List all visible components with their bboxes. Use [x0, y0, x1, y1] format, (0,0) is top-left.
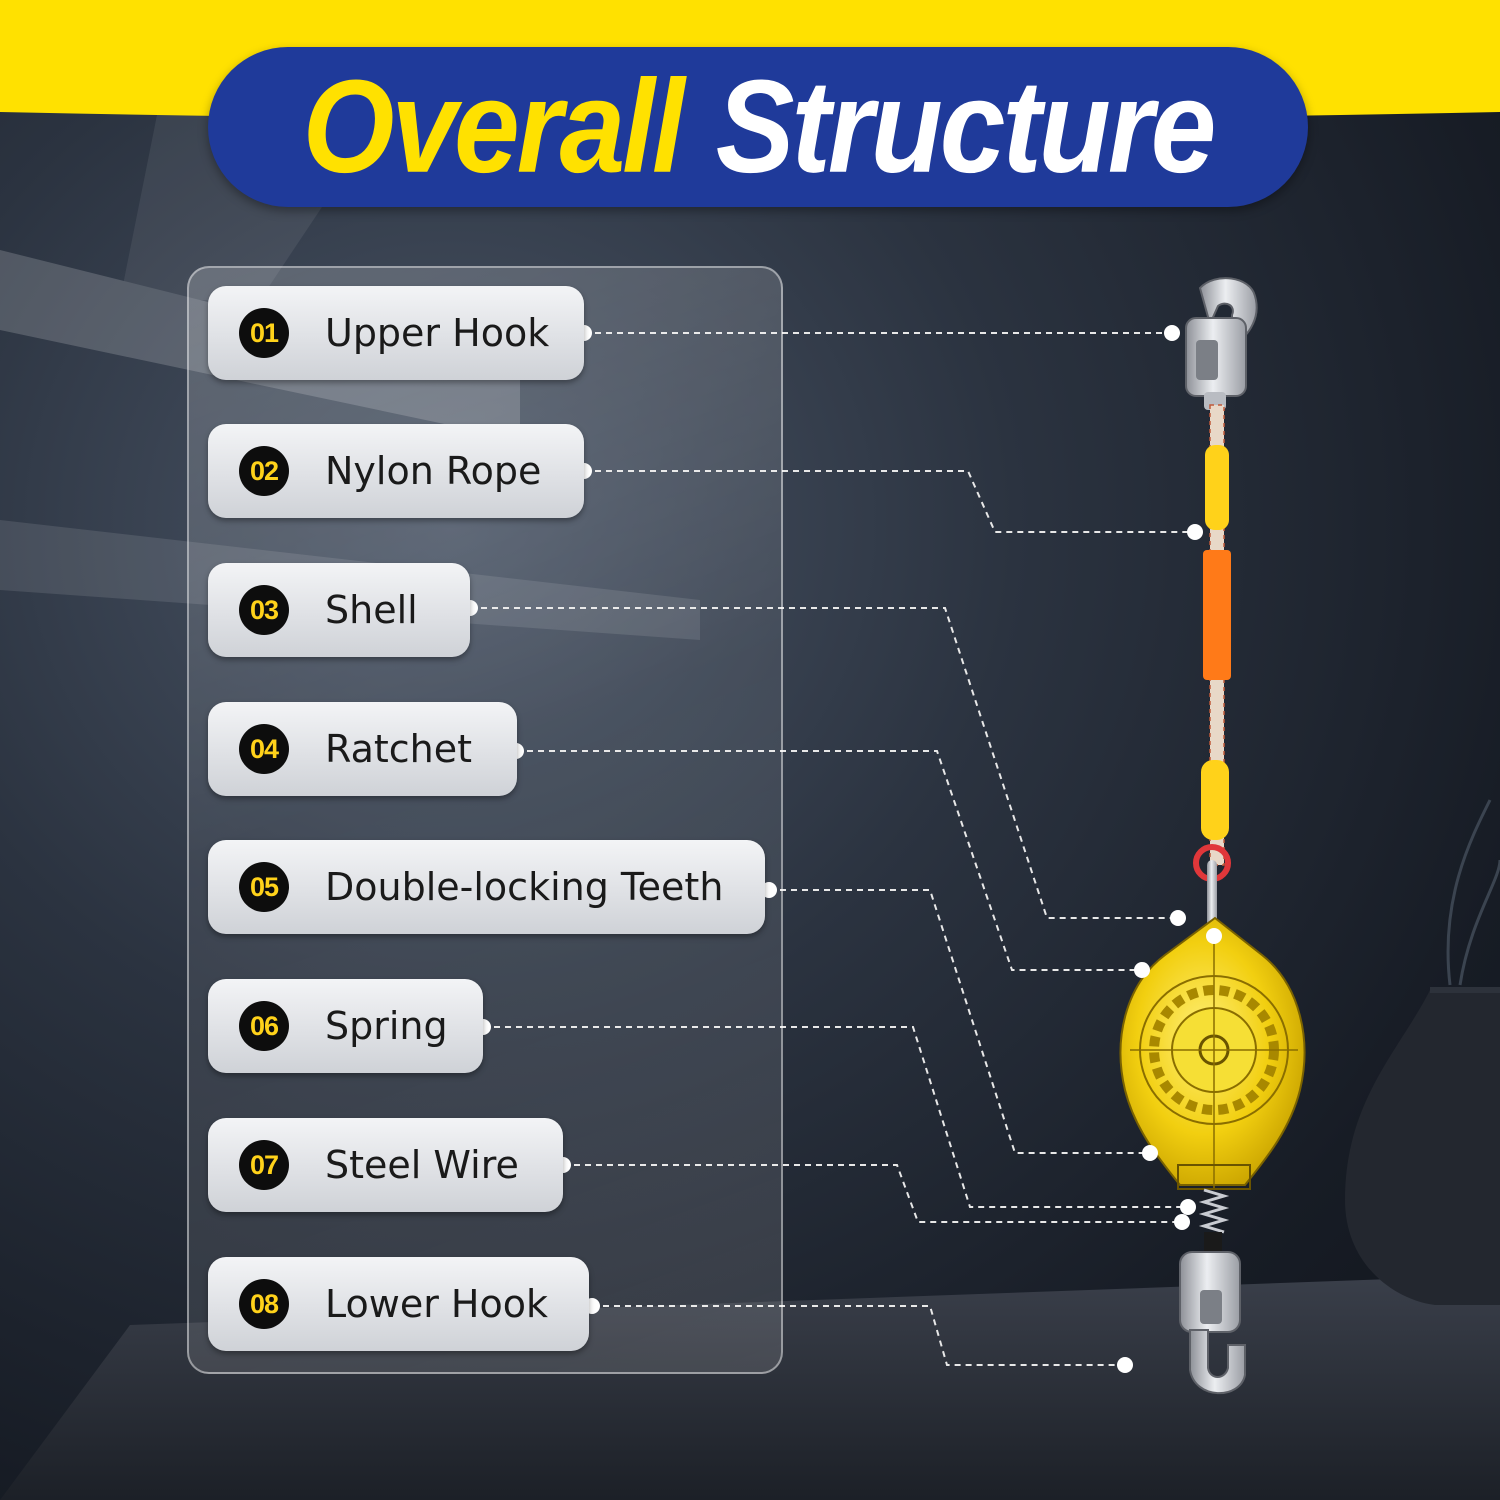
leader-line-06	[483, 1026, 1188, 1208]
label-steel-wire: 07 Steel Wire	[208, 1118, 563, 1212]
label-lower-hook: 08 Lower Hook	[208, 1257, 589, 1351]
nylon-rope	[1193, 404, 1231, 940]
shell-body	[1119, 916, 1306, 1190]
label-ratchet: 04 Ratchet	[208, 702, 517, 796]
spring-and-wire	[1198, 1188, 1230, 1252]
label-text: Lower Hook	[325, 1282, 548, 1326]
leader-line-02	[584, 470, 1195, 533]
label-number-badge: 06	[239, 1001, 289, 1051]
leader-dot-06-end	[1180, 1199, 1196, 1215]
leader-line-07	[563, 1164, 1182, 1223]
label-text: Double-locking Teeth	[325, 865, 724, 909]
leader-dot-03-end	[1170, 910, 1186, 926]
label-text: Upper Hook	[325, 311, 550, 355]
label-text: Steel Wire	[325, 1143, 519, 1187]
label-number-badge: 01	[239, 308, 289, 358]
label-number-badge: 02	[239, 446, 289, 496]
leader-lines	[470, 332, 1195, 1366]
leader-line-04	[516, 750, 1142, 971]
label-number-badge: 08	[239, 1279, 289, 1329]
label-number-badge: 07	[239, 1140, 289, 1190]
label-double-locking-teeth: 05 Double-locking Teeth	[208, 840, 765, 934]
label-number-badge: 04	[239, 724, 289, 774]
lower-hook	[1179, 1251, 1246, 1395]
label-text: Ratchet	[325, 727, 473, 771]
leader-dot-07-end	[1174, 1214, 1190, 1230]
leader-line-05	[769, 889, 1150, 1154]
title-word-2: Structure	[715, 53, 1217, 201]
leader-dot-05-start	[761, 882, 777, 898]
label-spring: 06 Spring	[208, 979, 483, 1073]
title-pill	[208, 47, 1308, 207]
label-text: Spring	[325, 1004, 448, 1048]
vase-decoration	[1345, 799, 1500, 1305]
title-word-1: Overall	[302, 53, 685, 201]
fall-arrester-product	[1119, 277, 1306, 1395]
page-title: Overall Structure	[208, 37, 1308, 216]
leader-dot-08-end	[1117, 1357, 1133, 1373]
label-shell: 03 Shell	[208, 563, 470, 657]
label-text: Shell	[325, 588, 418, 632]
label-upper-hook: 01 Upper Hook	[208, 286, 584, 380]
leader-dot-05-end	[1142, 1145, 1158, 1161]
label-number-badge: 03	[239, 585, 289, 635]
leader-line-08	[592, 1305, 1125, 1366]
upper-hook	[1185, 277, 1258, 410]
leader-dot-01-end	[1164, 325, 1180, 341]
leader-dot-02-end	[1187, 524, 1203, 540]
leader-dots	[462, 325, 1203, 1373]
label-text: Nylon Rope	[325, 449, 542, 493]
label-nylon-rope: 02 Nylon Rope	[208, 424, 584, 518]
leader-dot-04-end	[1134, 962, 1150, 978]
leader-line-03	[470, 607, 1178, 919]
label-number-badge: 05	[239, 862, 289, 912]
